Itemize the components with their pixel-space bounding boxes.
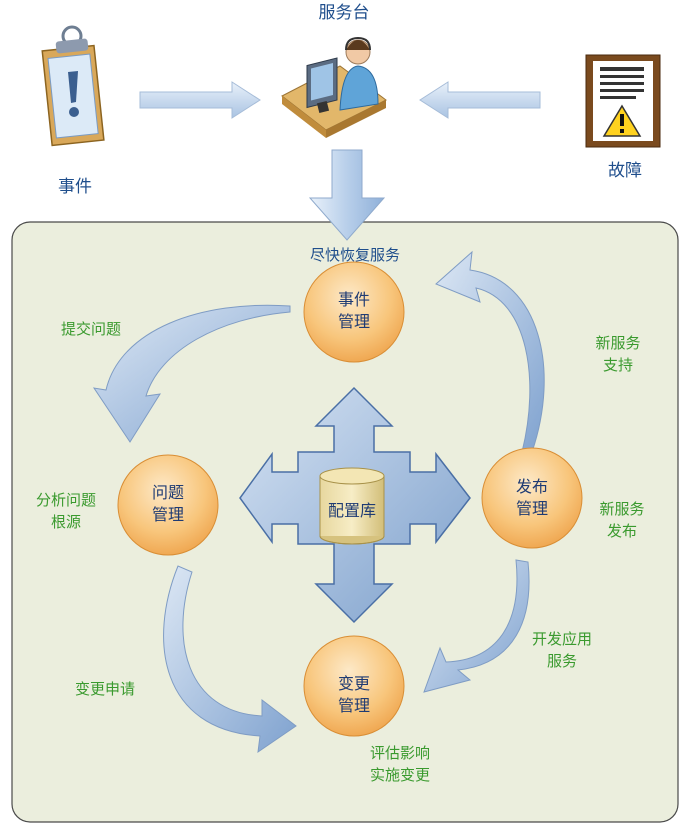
- incident-node-text-1: 事件: [337, 290, 370, 309]
- develop-service-label-1: 开发应用: [531, 630, 592, 648]
- event-to-desk-arrow: [139, 81, 261, 119]
- new-service-support-label-2: 支持: [602, 356, 633, 374]
- develop-service-label-2: 服务: [546, 652, 577, 670]
- fault-to-desk-arrow: [419, 81, 541, 119]
- fault-label: 故障: [608, 161, 642, 181]
- analyze-root-cause-label-2: 根源: [50, 513, 81, 531]
- problem-node-text-1: 问题: [151, 483, 184, 502]
- change-node-text-1: 变更: [337, 674, 370, 693]
- fault-document-icon: [585, 54, 661, 148]
- incident-node: [303, 261, 405, 363]
- event-label: 事件: [58, 177, 92, 197]
- problem-node-text-2: 管理: [151, 505, 184, 524]
- incident-node-text-2: 管理: [337, 312, 370, 331]
- change-request-label: 变更申请: [74, 680, 135, 698]
- submit-problem-arrow: [92, 304, 291, 443]
- clipboard-alert-icon: [41, 25, 105, 147]
- analyze-root-cause-label-1: 分析问题: [35, 491, 96, 509]
- new-service-support-arrow: [435, 250, 545, 453]
- release-node-text-2: 管理: [515, 499, 548, 518]
- new-service-release-label-2: 发布: [606, 522, 637, 540]
- release-node: [481, 447, 583, 549]
- develop-service-arrow: [423, 559, 530, 693]
- assess-impact-label-2: 实施变更: [369, 766, 430, 784]
- submit-problem-label: 提交问题: [60, 320, 121, 338]
- restore-service-label: 尽快恢复服务: [309, 246, 400, 264]
- cmdb-database-icon: [319, 467, 385, 545]
- cmdb-label: 配置库: [327, 501, 376, 520]
- change-node: [303, 635, 405, 737]
- problem-node: [117, 454, 219, 556]
- release-node-text-1: 发布: [515, 477, 548, 496]
- change-node-text-2: 管理: [337, 696, 370, 715]
- assess-impact-label-1: 评估影响: [369, 744, 430, 762]
- desk-to-incident-arrow: [308, 149, 386, 241]
- change-request-arrow: [163, 565, 297, 754]
- service-desk-agent-icon: [281, 36, 387, 138]
- service-desk-label: 服务台: [318, 3, 370, 23]
- new-service-support-label-1: 新服务: [595, 334, 641, 352]
- new-service-release-label-1: 新服务: [599, 500, 645, 518]
